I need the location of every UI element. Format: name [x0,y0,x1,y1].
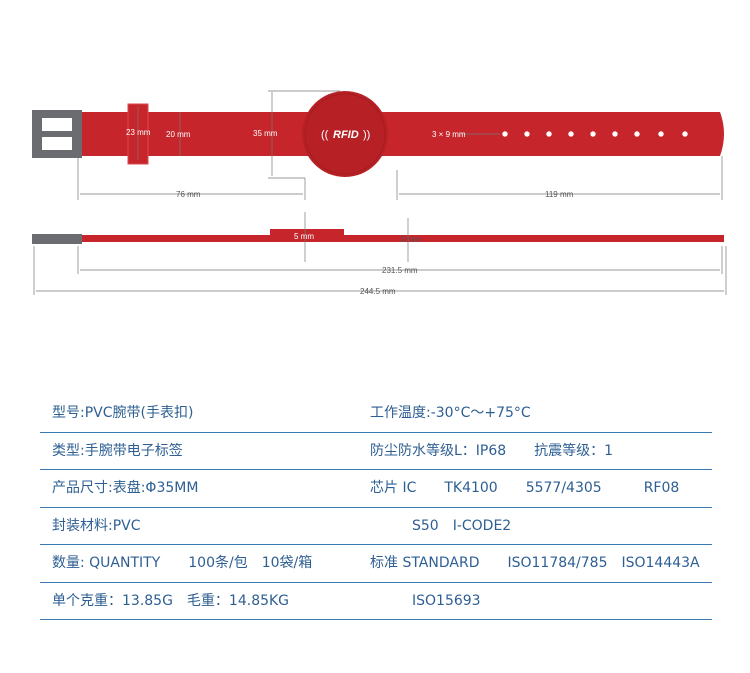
dim-buckle-to-disc: 76 mm [176,190,201,199]
dim-strap-width: 23 mm [126,128,151,137]
band-side [82,235,724,242]
spec-row: 型号:PVC腕带(手表扣) 工作温度:-30°C～+75°C [40,395,712,433]
buckle-top [32,110,82,158]
spec-row: 单个克重：13.85G 毛重：14.85KG ISO15693 [40,583,712,620]
spec-row: 封装材料:PVC S50 I-CODE2 [40,508,712,545]
buckle-side [32,234,82,244]
dim-band-length: 231.5 mm [382,266,418,275]
spec-chip-more: S50 I-CODE2 [370,517,512,534]
band-holes [502,131,688,137]
spec-type: 类型:手腕带电子标签 [52,442,183,459]
spec-chip: 芯片 IC TK4100 5577/4305 RF08 [370,480,680,496]
rfid-disc [302,91,388,177]
band-top [82,112,724,156]
spec-protection: 防尘防水等级L：IP68 抗震等级：1 [370,442,614,459]
rfid-logo: RFID [333,129,359,141]
dim-disc-thickness: 5 mm [294,232,314,241]
dim-band-width: 20 mm [166,130,191,139]
spec-size: 产品尺寸:表盘:Φ35MM [52,480,199,496]
spec-temperature: 工作温度:-30°C～+75°C [370,405,531,421]
spec-standard: 标准 STANDARD ISO11784/785 ISO14443A [370,555,700,571]
spec-model: 型号:PVC腕带(手表扣) [52,405,194,421]
dim-hole-size: 3 × 9 mm [432,130,466,139]
side-dimension-lines [33,212,727,295]
spec-quantity: 数量: QUANTITY 100条/包 10袋/箱 [52,555,313,571]
dim-band-thickness: 2 mm [400,235,420,244]
rfid-waves-right: )) [363,129,370,141]
spec-table: 型号:PVC腕带(手表扣) 工作温度:-30°C～+75°C 类型:手腕带电子标… [40,395,712,620]
spec-material: 封装材料:PVC [52,517,141,534]
disc-side [270,229,344,242]
dim-disc-diameter: 35 mm [253,129,278,138]
rfid-waves-left: (( [321,129,329,141]
spec-row: 类型:手腕带电子标签 防尘防水等级L：IP68 抗震等级：1 [40,433,712,470]
spec-standard-more: ISO15693 [370,592,481,609]
spec-row: 产品尺寸:表盘:Φ35MM 芯片 IC TK4100 5577/4305 RF0… [40,470,712,508]
spec-row: 数量: QUANTITY 100条/包 10袋/箱 标准 STANDARD IS… [40,545,712,583]
dimension-lines [77,90,723,200]
spec-weight: 单个克重：13.85G 毛重：14.85KG [52,592,290,609]
dim-total-length: 244.5 mm [360,287,396,296]
wristband-drawing: (( RFID )) 23 mm 20 mm 35 mm 3 × 9 mm 76… [32,90,727,296]
dim-hole-section: 119 mm [545,190,574,199]
